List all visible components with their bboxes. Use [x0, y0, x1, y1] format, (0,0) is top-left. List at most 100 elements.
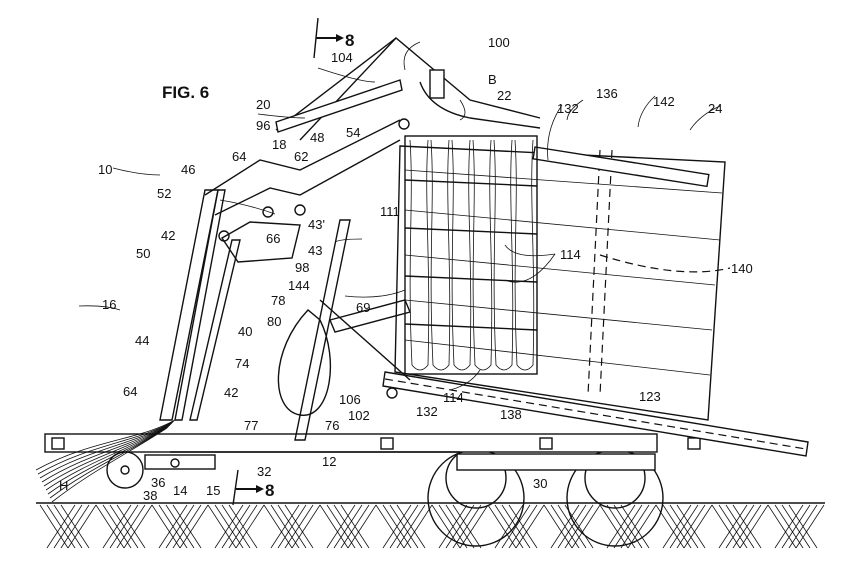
ground-hatch-line: [277, 504, 307, 549]
ground-hatch-line: [347, 504, 377, 549]
ref-24: 24: [708, 101, 722, 116]
hay-strand: [47, 425, 170, 495]
hay-strand: [39, 421, 174, 479]
ref-100: 100: [488, 35, 510, 50]
ground-hatch-line: [774, 504, 804, 549]
ref-20: 20: [256, 97, 270, 112]
ground-hatch-line: [613, 504, 643, 549]
ground-hatch-line: [459, 504, 489, 549]
ref-102: 102: [348, 408, 370, 423]
pickup-wheel: [106, 451, 216, 489]
ref-22: 22: [497, 88, 511, 103]
ground-hatch-line: [718, 504, 748, 549]
ref-H: H: [59, 478, 68, 493]
ref-54: 54: [346, 125, 360, 140]
ref-16: 16: [102, 297, 116, 312]
bale-twine: [404, 275, 538, 283]
ref-114-upper: 114: [560, 247, 581, 262]
ref-46: 46: [181, 162, 195, 177]
ground-hatch-line: [102, 504, 132, 549]
ref-144: 144: [288, 278, 310, 293]
ref-123: 123: [639, 389, 661, 404]
ref-12: 12: [322, 454, 336, 469]
ground-hatch-line: [291, 504, 321, 549]
ground-hatch-line: [263, 504, 293, 549]
ground-hatch-line: [676, 504, 706, 549]
ref-140: 140: [731, 261, 753, 276]
ground-hatch-line: [487, 504, 517, 549]
rear-floor: [382, 371, 809, 457]
ref-62: 62: [294, 149, 308, 164]
ground-hatch-line: [683, 504, 713, 549]
ref-15: 15: [206, 483, 220, 498]
ref-64-upper: 64: [232, 149, 246, 164]
ground-hatch-line: [501, 504, 531, 549]
hay-strand: [43, 423, 172, 487]
hay-strand: [49, 426, 169, 499]
ref-43-prime: 43': [308, 217, 325, 232]
ref-42-upper: 42: [161, 228, 175, 243]
ground-hatch-line: [375, 504, 405, 549]
plunger-column: [277, 219, 411, 441]
ground-hatch-line: [123, 504, 153, 549]
bale-fold: [472, 139, 493, 371]
ref-80: 80: [267, 314, 281, 329]
ground-hatch-line: [445, 504, 475, 549]
ref-40: 40: [238, 324, 252, 339]
ground-hatch-line: [788, 504, 818, 549]
bale-twine: [404, 323, 538, 331]
ground-hatch-line: [116, 504, 146, 549]
ground-hatch-line: [53, 504, 83, 549]
ground-hatch-line: [795, 504, 825, 549]
hay-strand: [45, 424, 171, 491]
ground-hatch-line: [228, 504, 258, 549]
ground-hatch-line: [508, 504, 538, 549]
ground-hatch-line: [151, 504, 181, 549]
hay-bale: [404, 135, 538, 375]
ground-hatch-line: [550, 504, 580, 549]
ground-hatch-line: [403, 504, 433, 549]
bale-fold: [430, 139, 451, 371]
section-marker-top-label: 8: [345, 31, 354, 50]
ref-132-lower: 132: [416, 404, 438, 419]
ground-hatch-line: [711, 504, 741, 549]
ground-hatch-line: [606, 504, 636, 549]
hay-strand: [51, 427, 168, 503]
ref-36: 36: [151, 475, 165, 490]
ref-43: 43: [308, 243, 322, 258]
ground-hatch-line: [767, 504, 797, 549]
section-marker-bottom-label: 8: [265, 481, 274, 500]
ground-hatch-line: [333, 504, 363, 549]
ground-hatch-line: [669, 504, 699, 549]
ground-hatch-line: [60, 504, 90, 549]
ground-hatch-line: [389, 504, 419, 549]
ref-111: 111: [380, 204, 400, 219]
ground-hatch-line: [158, 504, 188, 549]
ref-14: 14: [173, 483, 187, 498]
ref-114-lower: 114: [443, 390, 464, 405]
ref-96: 96: [256, 118, 270, 133]
section-marker-top: [313, 17, 344, 59]
ground-hatch-line: [515, 504, 545, 549]
ref-132-upper: 132: [557, 101, 579, 116]
ground-hatch-line: [46, 504, 76, 549]
bale-fold: [451, 139, 472, 371]
ground-hatch-line: [235, 504, 265, 549]
ground-hatch-line: [207, 504, 237, 549]
ref-42-lower: 42: [224, 385, 238, 400]
ground-hatch-line: [319, 504, 349, 549]
ground-hatch-line: [438, 504, 468, 549]
ref-98: 98: [295, 260, 309, 275]
leader-lines: [78, 41, 721, 391]
ground-hatch-line: [221, 504, 251, 549]
hay-strand: [35, 419, 176, 471]
ref-104: 104: [331, 50, 353, 65]
ref-69: 69: [356, 300, 370, 315]
ground-hatch-line: [732, 504, 762, 549]
ground-hatch-line: [739, 504, 769, 549]
ref-66: 66: [266, 231, 280, 246]
ref-74: 74: [235, 356, 249, 371]
ground-hatch-line: [270, 504, 300, 549]
ref-50: 50: [136, 246, 150, 261]
